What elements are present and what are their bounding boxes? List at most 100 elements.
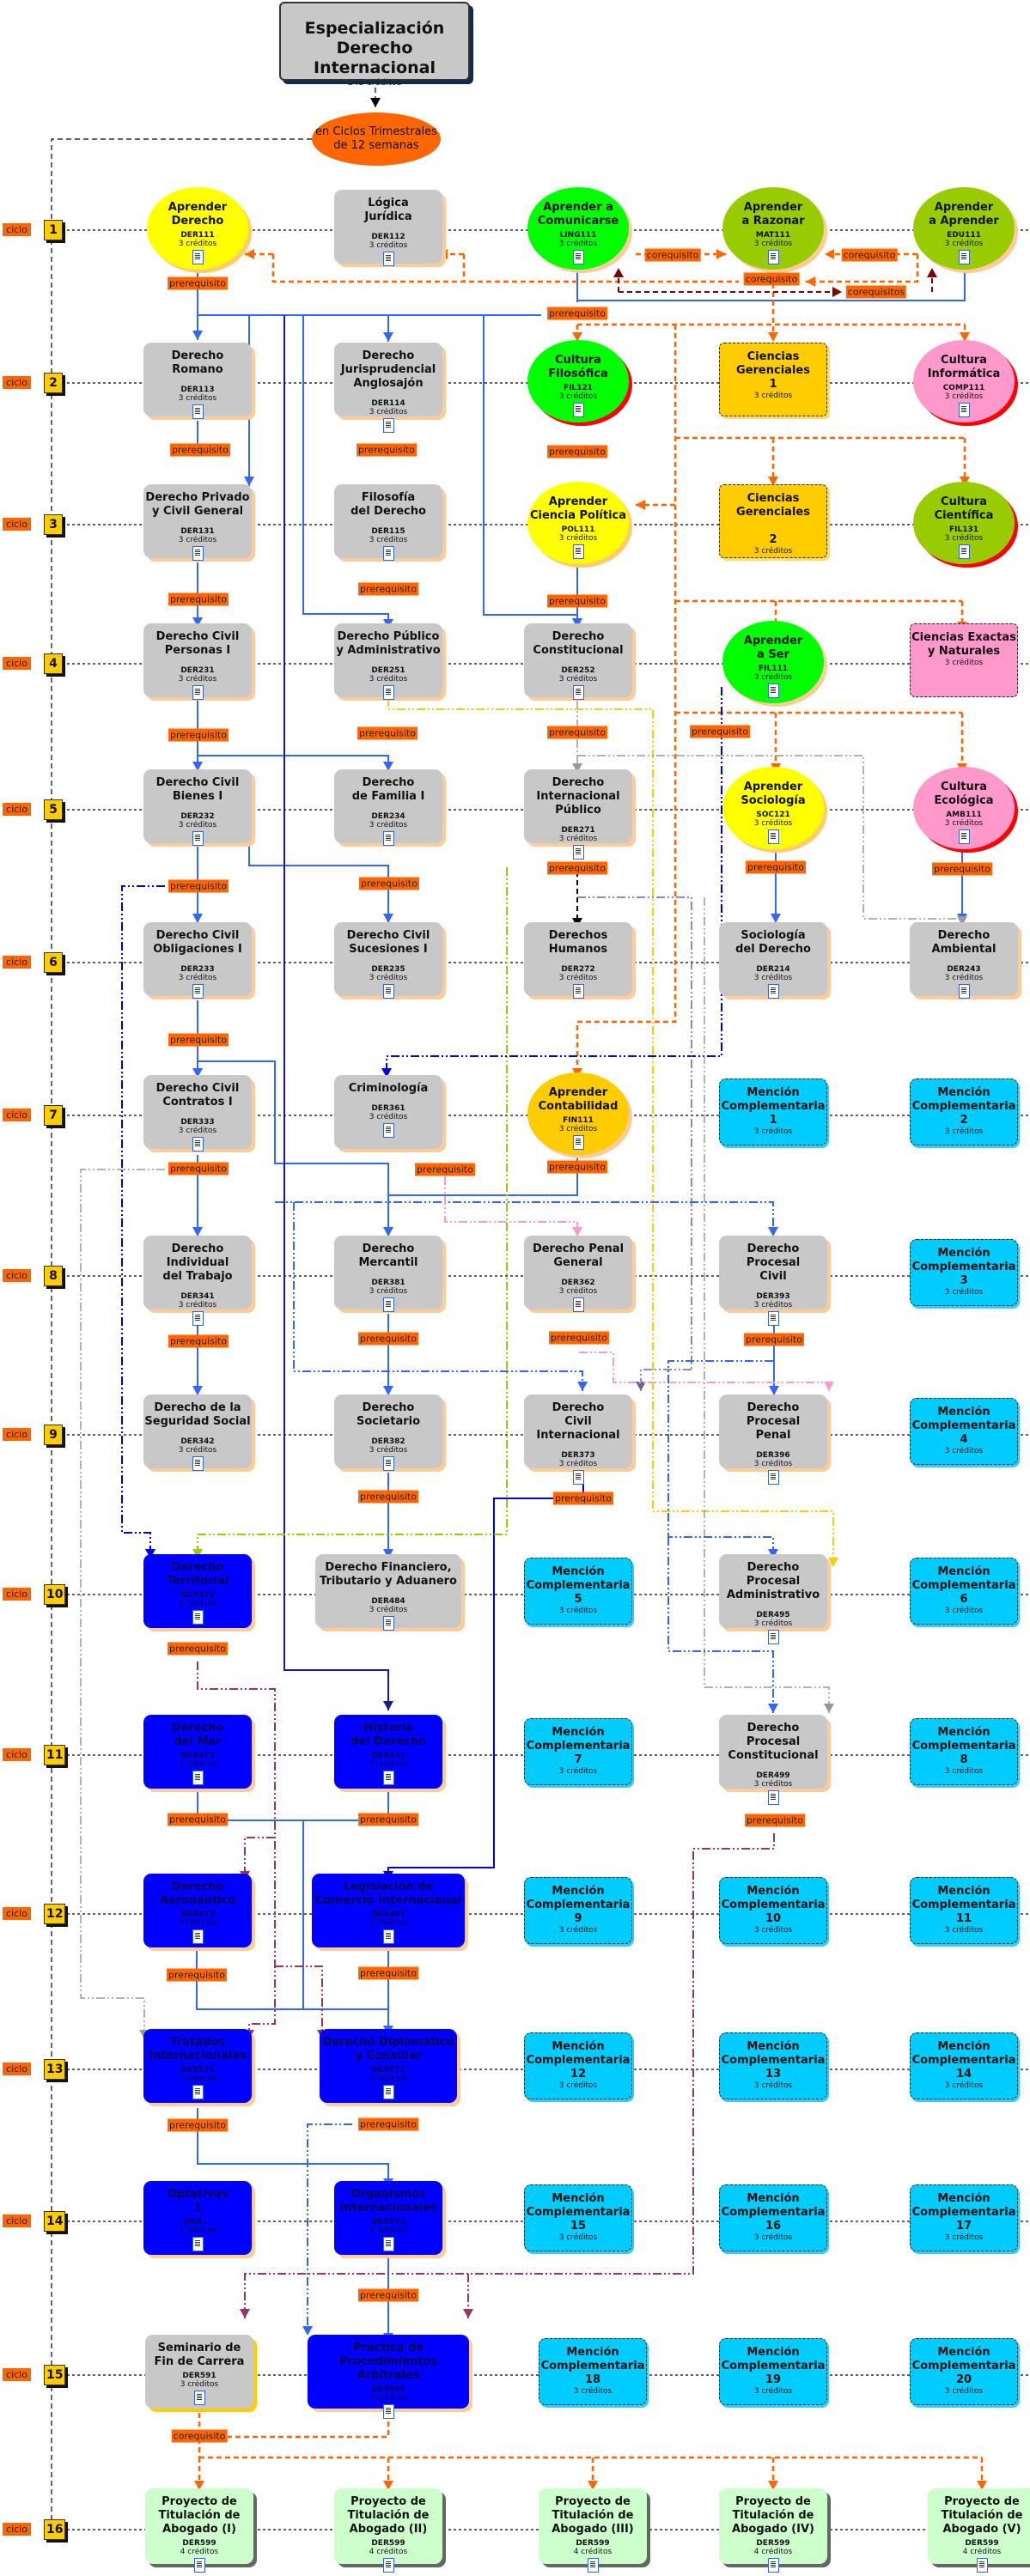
document-icon[interactable] bbox=[382, 685, 394, 700]
document-icon[interactable] bbox=[192, 1456, 204, 1471]
document-icon[interactable] bbox=[572, 403, 584, 417]
document-icon[interactable] bbox=[958, 250, 970, 264]
document-icon[interactable] bbox=[767, 1790, 779, 1805]
document-icon[interactable] bbox=[572, 1135, 584, 1150]
document-icon[interactable] bbox=[572, 544, 584, 559]
document-icon[interactable] bbox=[382, 2237, 394, 2251]
document-icon[interactable] bbox=[382, 2085, 394, 2099]
document-icon[interactable] bbox=[382, 1123, 394, 1138]
document-icon[interactable] bbox=[192, 404, 204, 419]
course-node[interactable]: Derecho Financiero, Tributario y Aduaner… bbox=[315, 1554, 461, 1631]
document-icon[interactable] bbox=[192, 1771, 204, 1785]
document-icon[interactable] bbox=[192, 1929, 204, 1944]
document-icon[interactable] bbox=[192, 2085, 204, 2099]
document-icon[interactable] bbox=[767, 1630, 779, 1644]
document-icon[interactable] bbox=[572, 984, 584, 999]
document-icon[interactable] bbox=[767, 829, 779, 844]
document-icon[interactable] bbox=[767, 1311, 779, 1326]
course-node[interactable]: Proyecto de Titulación de Abogado (V)DER… bbox=[928, 2488, 1030, 2573]
course-node[interactable]: Proyecto de Titulación de Abogado (II)DE… bbox=[334, 2488, 442, 2573]
document-icon[interactable] bbox=[382, 831, 394, 846]
document-icon[interactable] bbox=[958, 403, 970, 417]
document-icon[interactable] bbox=[382, 418, 394, 433]
document-icon[interactable] bbox=[958, 984, 970, 999]
document-icon[interactable] bbox=[193, 2391, 205, 2405]
document-icon[interactable] bbox=[382, 252, 394, 266]
document-icon[interactable] bbox=[572, 1297, 584, 1312]
document-icon[interactable] bbox=[572, 845, 584, 860]
document-icon[interactable] bbox=[767, 1470, 779, 1485]
document-icon[interactable] bbox=[192, 2237, 204, 2251]
document-icon[interactable] bbox=[382, 2404, 394, 2419]
document-icon[interactable] bbox=[192, 984, 204, 999]
document-icon[interactable] bbox=[192, 250, 204, 264]
document-icon[interactable] bbox=[192, 546, 204, 561]
document-icon[interactable] bbox=[192, 1610, 204, 1625]
document-icon[interactable] bbox=[767, 984, 779, 999]
document-icon[interactable] bbox=[767, 2558, 779, 2573]
document-icon[interactable] bbox=[572, 1470, 584, 1485]
document-icon[interactable] bbox=[382, 546, 394, 561]
document-icon[interactable] bbox=[382, 1456, 394, 1471]
course-node[interactable]: Proyecto de Titulación de Abogado (III)D… bbox=[539, 2488, 647, 2573]
document-icon[interactable] bbox=[587, 2558, 599, 2573]
document-icon[interactable] bbox=[958, 544, 970, 559]
document-icon[interactable] bbox=[572, 250, 584, 264]
document-icon[interactable] bbox=[192, 831, 204, 846]
document-icon[interactable] bbox=[382, 1616, 394, 1631]
